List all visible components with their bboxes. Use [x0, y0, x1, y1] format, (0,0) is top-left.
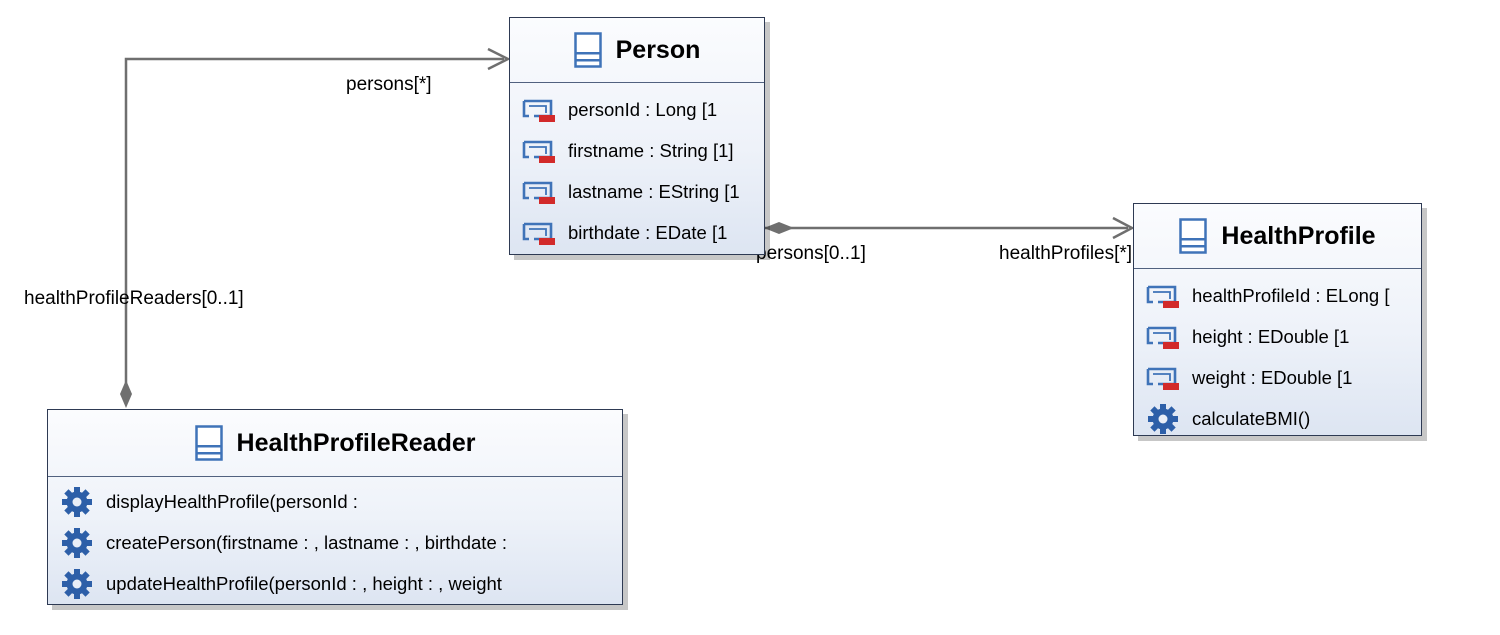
label-persons-zero-one: persons[0..1] — [756, 243, 866, 264]
operation-row[interactable]: displayHealthProfile(personId : — [48, 481, 622, 522]
operation-label: createPerson(firstname : , lastname : , … — [106, 531, 508, 553]
attribute-row[interactable]: personId : Long [1 — [510, 89, 764, 130]
attribute-label: firstname : String [1] — [568, 139, 734, 161]
operation-gear-icon — [1148, 403, 1178, 434]
attribute-icon — [522, 181, 555, 204]
association-person-profiles[interactable] — [764, 216, 1135, 240]
attribute-row[interactable]: weight : EDouble [1 — [1134, 357, 1421, 398]
class-header: Person — [510, 18, 764, 83]
operation-gear-icon — [62, 568, 92, 599]
attribute-label: height : EDouble [1 — [1192, 325, 1350, 347]
label-persons-many: persons[*] — [346, 74, 432, 95]
class-name: HealthProfile — [1221, 221, 1376, 250]
composition-diamond — [764, 222, 794, 234]
arrowhead — [487, 47, 511, 71]
operation-row[interactable]: calculateBMI() — [1134, 398, 1421, 435]
operation-label: displayHealthProfile(personId : — [106, 490, 358, 512]
class-person[interactable]: Person personId : Long [1 firstname : St… — [509, 17, 765, 255]
attribute-row[interactable]: lastname : EString [1 — [510, 171, 764, 212]
operation-gear-icon — [62, 486, 92, 517]
attribute-row[interactable]: birthdate : EDate [1 — [510, 212, 764, 253]
label-health-profiles: healthProfiles[*] — [999, 243, 1133, 264]
class-icon — [573, 32, 602, 68]
attribute-icon — [1146, 285, 1179, 308]
attribute-icon — [1146, 326, 1179, 349]
attribute-icon — [1146, 367, 1179, 390]
class-icon — [1179, 218, 1208, 254]
attribute-label: healthProfileId : ELong [ — [1192, 284, 1390, 306]
attribute-label: weight : EDouble [1 — [1192, 366, 1353, 388]
attribute-icon — [522, 222, 555, 245]
class-header: HealthProfile — [1134, 204, 1421, 269]
association-reader-persons[interactable] — [120, 47, 511, 408]
label-health-profile-readers: healthProfileReaders[0..1] — [24, 288, 244, 309]
operation-label: calculateBMI() — [1192, 407, 1311, 429]
attribute-label: personId : Long [1 — [568, 98, 718, 120]
composition-diamond — [120, 380, 132, 408]
attribute-row[interactable]: firstname : String [1] — [510, 130, 764, 171]
operation-label: updateHealthProfile(personId : , height … — [106, 572, 502, 594]
class-name: Person — [615, 35, 701, 64]
attribute-icon — [522, 99, 555, 122]
class-icon — [194, 425, 223, 461]
class-header: HealthProfileReader — [48, 410, 622, 477]
attribute-row[interactable]: healthProfileId : ELong [ — [1134, 275, 1421, 316]
attribute-label: birthdate : EDate [1 — [568, 221, 728, 243]
attribute-row[interactable]: height : EDouble [1 — [1134, 316, 1421, 357]
class-health-profile[interactable]: HealthProfile healthProfileId : ELong [ … — [1133, 203, 1422, 436]
class-name: HealthProfileReader — [236, 428, 476, 457]
attribute-label: lastname : EString [1 — [568, 180, 740, 202]
attribute-icon — [522, 140, 555, 163]
operation-row[interactable]: updateHealthProfile(personId : , height … — [48, 563, 622, 604]
class-health-profile-reader[interactable]: HealthProfileReader displayHealthProfile… — [47, 409, 623, 605]
operation-gear-icon — [62, 527, 92, 558]
operation-row[interactable]: createPerson(firstname : , lastname : , … — [48, 522, 622, 563]
arrowhead — [1112, 216, 1135, 240]
